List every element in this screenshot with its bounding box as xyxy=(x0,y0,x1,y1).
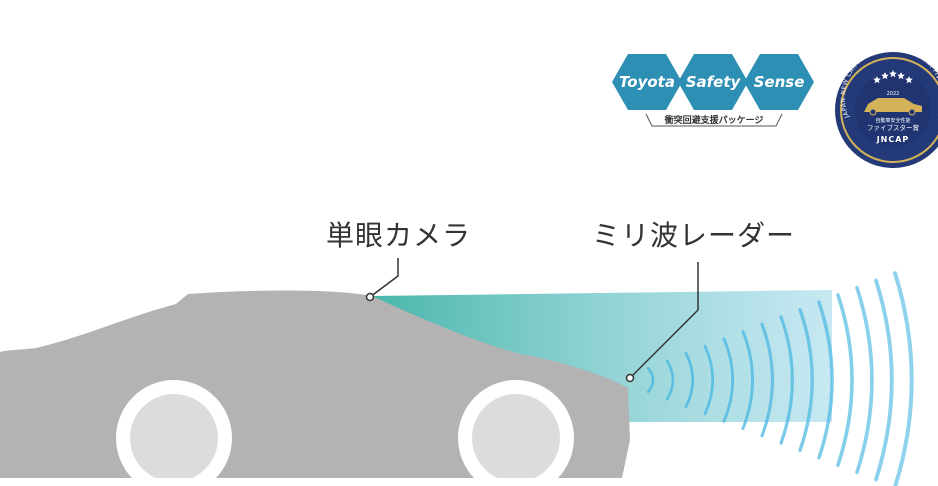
ground-cut xyxy=(0,478,938,486)
tss-word-safety: Safety xyxy=(686,73,742,91)
camera-beam xyxy=(372,290,832,422)
camera-leader-line xyxy=(369,258,399,298)
toyota-safety-sense-logo: Toyota Safety Sense 衝突回避支援パッケージ xyxy=(612,54,814,127)
badge-line1: 自動車安全性能 xyxy=(875,117,910,124)
radar-wave-arc xyxy=(836,293,854,467)
radar-wave-arc xyxy=(760,322,774,438)
star-icon xyxy=(873,76,881,84)
car-icon xyxy=(864,98,922,112)
radar-label: ミリ波レーダー xyxy=(592,219,796,252)
car-icon-wheel-rear xyxy=(869,108,877,116)
tss-subtitle-bracket xyxy=(645,113,783,127)
front-wheel-hub xyxy=(472,394,560,482)
radar-waves xyxy=(646,271,914,486)
badge-brand: JNCAP xyxy=(876,135,910,144)
badge-gold-ring xyxy=(840,57,938,163)
radar-wave-arc xyxy=(874,278,894,482)
radar-wave-arc xyxy=(893,271,914,486)
radar-wave-arc xyxy=(665,359,675,401)
tss-word-sense: Sense xyxy=(754,73,805,91)
radar-wave-arc xyxy=(855,285,874,475)
badge-stars xyxy=(873,70,913,84)
radar-wave-arc xyxy=(817,300,834,460)
tss-hex-toyota xyxy=(612,54,682,110)
car-icon-wheel-front xyxy=(908,108,916,116)
radar-wave-arc xyxy=(779,315,794,445)
tss-word-toyota: Toyota xyxy=(619,73,675,91)
camera-label: 単眼カメラ xyxy=(326,219,472,252)
tss-hex-sense xyxy=(744,54,814,110)
star-icon xyxy=(889,70,897,78)
radar-wave-arc xyxy=(798,307,814,453)
star-icon xyxy=(881,72,889,80)
camera-point-marker xyxy=(365,292,375,302)
radar-wave-arc xyxy=(722,337,735,423)
radar-wave-arc xyxy=(703,344,714,416)
badge-line2: ファイブスター賞 xyxy=(867,123,920,132)
radar-wave-arc xyxy=(684,352,695,408)
rear-wheel-hub xyxy=(130,394,218,482)
radar-wave-arc xyxy=(741,330,754,430)
star-icon xyxy=(897,72,905,80)
radar-leader-line xyxy=(629,262,699,379)
star-icon xyxy=(905,76,913,84)
radar-wave-arc xyxy=(646,366,655,394)
badge-year: 2022 xyxy=(887,91,900,97)
tss-subtitle: 衝突回避支援パッケージ xyxy=(664,114,764,126)
tss-hex-safety xyxy=(678,54,748,110)
radar-point-marker xyxy=(625,373,635,383)
